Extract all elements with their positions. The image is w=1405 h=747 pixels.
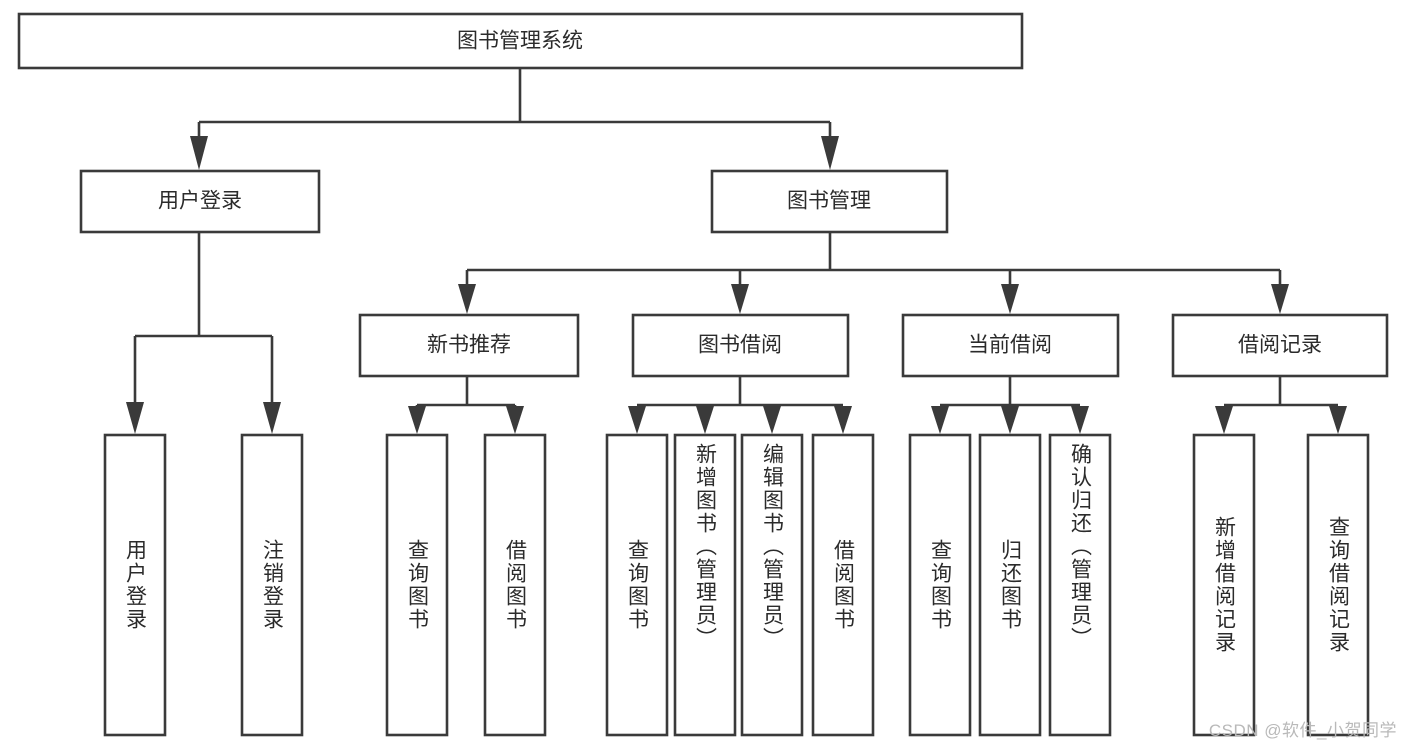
node-book-borrow-box[interactable] (631, 313, 850, 378)
node-current-borrow-box[interactable] (901, 313, 1120, 378)
connector-group-borrow-record (1215, 376, 1347, 434)
connector-group-current-borrow (931, 376, 1089, 434)
connector-group-book-borrow (628, 376, 852, 434)
node-new-book-recommend-box[interactable] (358, 313, 580, 378)
node-book-borrow-label: 图书借阅 (698, 334, 782, 357)
arrow-to-book-borrow (731, 284, 749, 314)
leaf-box-return-book[interactable] (978, 433, 1042, 737)
node-borrow-record[interactable]: 借阅记录 (1171, 313, 1389, 378)
leaf-box-logout-login[interactable] (240, 433, 304, 737)
node-root[interactable]: 图书管理系统 (17, 12, 1024, 70)
node-book-manage[interactable]: 图书管理 (710, 169, 949, 234)
node-book-manage-label: 图书管理 (787, 190, 871, 213)
arrow-to-current-borrow (1001, 284, 1019, 314)
node-borrow-record-label: 借阅记录 (1238, 334, 1322, 357)
arrow-to-leaf-query-borrow-record (1329, 406, 1347, 434)
arrow-to-leaf-logout-login (263, 402, 281, 434)
node-root-label: 图书管理系统 (457, 30, 583, 53)
arrow-to-leaf-add-book-admin (696, 406, 714, 434)
leaf-box-confirm-return-admin[interactable] (1048, 433, 1112, 737)
arrow-to-leaf-borrow-book-1 (506, 406, 524, 434)
arrow-to-leaf-query-book-1 (408, 406, 426, 434)
arrow-to-leaf-add-borrow-record (1215, 406, 1233, 434)
arrow-to-leaf-user-login (126, 402, 144, 434)
connector-group-new-book-recommend (408, 376, 524, 434)
arrow-root-to-book-manage (821, 136, 839, 170)
arrow-to-borrow-record (1271, 284, 1289, 314)
leaf-box-add-borrow-record[interactable] (1192, 433, 1256, 737)
node-user-login-label: 用户登录 (158, 190, 242, 213)
arrow-to-leaf-edit-book-admin (763, 406, 781, 434)
node-book-borrow[interactable]: 图书借阅 (631, 313, 850, 378)
node-user-login-box[interactable] (79, 169, 321, 234)
arrow-to-leaf-query-book-2 (628, 406, 646, 434)
leaf-box-borrow-book-2[interactable] (811, 433, 875, 737)
connector-group-user-login (126, 232, 281, 434)
node-new-book-recommend[interactable]: 新书推荐 (358, 313, 580, 378)
arrow-to-leaf-confirm-return-admin (1071, 406, 1089, 434)
leaf-box-user-login[interactable] (103, 433, 167, 737)
leaf-box-query-book-2[interactable] (605, 433, 669, 737)
csdn-watermark: CSDN @软件_小贺同学 (1208, 721, 1397, 740)
leaf-box-query-borrow-record[interactable] (1306, 433, 1370, 737)
arrow-root-to-user-login (190, 136, 208, 170)
arrow-to-leaf-borrow-book-2 (834, 406, 852, 434)
node-borrow-record-box[interactable] (1171, 313, 1389, 378)
leaf-box-add-book-admin[interactable] (673, 433, 737, 737)
node-new-book-recommend-label: 新书推荐 (427, 334, 511, 357)
node-current-borrow-label: 当前借阅 (968, 334, 1052, 357)
node-root-box[interactable] (17, 12, 1024, 70)
arrow-to-leaf-return-book (1001, 406, 1019, 434)
leaf-box-edit-book-admin[interactable] (740, 433, 804, 737)
connector-group-book-manage (458, 232, 1289, 314)
leaf-box-query-book-3[interactable] (908, 433, 972, 737)
connector-group-root (190, 68, 839, 170)
leaf-box-borrow-book-1[interactable] (483, 433, 547, 737)
node-user-login[interactable]: 用户登录 (79, 169, 321, 234)
node-book-manage-box[interactable] (710, 169, 949, 234)
leaf-boxes-group (103, 433, 1370, 737)
arrow-to-new-book-recommend (458, 284, 476, 314)
node-current-borrow[interactable]: 当前借阅 (901, 313, 1120, 378)
arrow-to-leaf-query-book-3 (931, 406, 949, 434)
leaf-box-query-book-1[interactable] (385, 433, 449, 737)
